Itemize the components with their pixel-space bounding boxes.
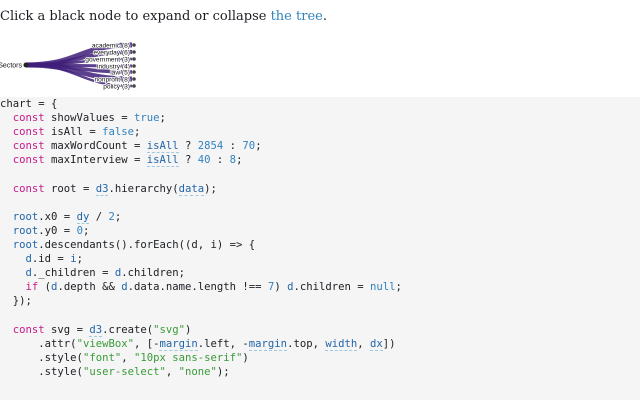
code-line-20: .style("user-select", "none"); [38, 365, 230, 378]
code-ref-margin[interactable]: margin [248, 337, 288, 351]
intro-text-before: Click a black node to expand or collapse [0, 9, 271, 24]
tree-child-node[interactable] [132, 57, 136, 61]
code-line-4: const maxWordCount = isAll ? 2854 : 70; [12, 140, 262, 154]
code-ref-isAll[interactable]: isAll [146, 140, 179, 154]
tree-child-label: policy (3) [103, 83, 130, 90]
intro-text: Click a black node to expand or collapse… [0, 9, 327, 24]
tree-link[interactable]: the tree [270, 9, 323, 24]
tree-child-node[interactable] [132, 43, 136, 47]
code-ref-d3[interactable]: d3 [89, 323, 103, 337]
code-line-2: const showValues = true; [12, 112, 166, 125]
code-line-10: root.y0 = 0; [12, 224, 90, 237]
code-line-18: .attr("viewBox", [-margin.left, -margin.… [38, 337, 396, 351]
tree-child-node[interactable] [132, 50, 136, 54]
code-line-19: .style("font", "10px sans-serif") [38, 351, 249, 364]
code-line-6 [0, 167, 640, 181]
tree-child-node[interactable] [132, 84, 136, 88]
code-line-11: root.descendants().forEach((d, i) => { [12, 238, 256, 251]
tree-child-label: everyday (6) [93, 49, 130, 56]
tree-child-node[interactable] [132, 77, 136, 81]
code-line-14: if (d.depth && d.data.name.length !== 7)… [25, 281, 402, 294]
code-ref-dx[interactable]: dx [370, 337, 383, 351]
tree-child-node[interactable] [132, 70, 136, 74]
code-ref-d3[interactable]: d3 [95, 182, 109, 196]
code-line-9: root.x0 = dy / 2; [12, 210, 122, 224]
code-line-1: chart = { [0, 98, 58, 110]
intro-text-after: . [322, 9, 327, 24]
tree-svg: Sectors academic (8)everyday (6)governmen… [0, 41, 136, 91]
tree-child-label: academic (8) [92, 42, 130, 49]
code-line-16 [0, 308, 640, 322]
code-line-21 [0, 379, 640, 393]
code-line-3: const isAll = false; [12, 126, 141, 139]
tree-child-node[interactable] [132, 64, 136, 68]
collapsible-tree: Sectors academic (8)everyday (6)governmen… [0, 36, 200, 94]
code-ref-dy[interactable]: dy [76, 210, 90, 224]
code-line-13: d._children = d.children; [25, 267, 185, 280]
code-line-8 [0, 196, 640, 210]
code-ref-data[interactable]: data [178, 182, 205, 196]
tree-child-label: nonprofit (8) [94, 76, 130, 83]
tree-root-label: Sectors [0, 63, 22, 70]
tree-link-line [25, 63, 133, 88]
code-line-12: d.id = i; [25, 253, 83, 266]
code-ref-isAll[interactable]: isAll [146, 154, 179, 168]
code-line-5: const maxInterview = isAll ? 40 : 8; [12, 154, 243, 168]
code-ref-margin[interactable]: margin [159, 337, 198, 351]
tree-root-node[interactable] [23, 62, 29, 68]
code-line-17: const svg = d3.create("svg") [12, 323, 192, 337]
code-line-7: const root = d3.hierarchy(data); [12, 182, 217, 196]
code-ref-width[interactable]: width [325, 337, 358, 351]
tree-child-label: industry (4) [97, 63, 130, 70]
code-cell: chart = { const showValues = true; const… [0, 97, 640, 400]
tree-child-label: law (5) [110, 69, 130, 76]
code-line-15: }); [12, 295, 32, 308]
tree-child-label: government (3) [85, 56, 130, 63]
